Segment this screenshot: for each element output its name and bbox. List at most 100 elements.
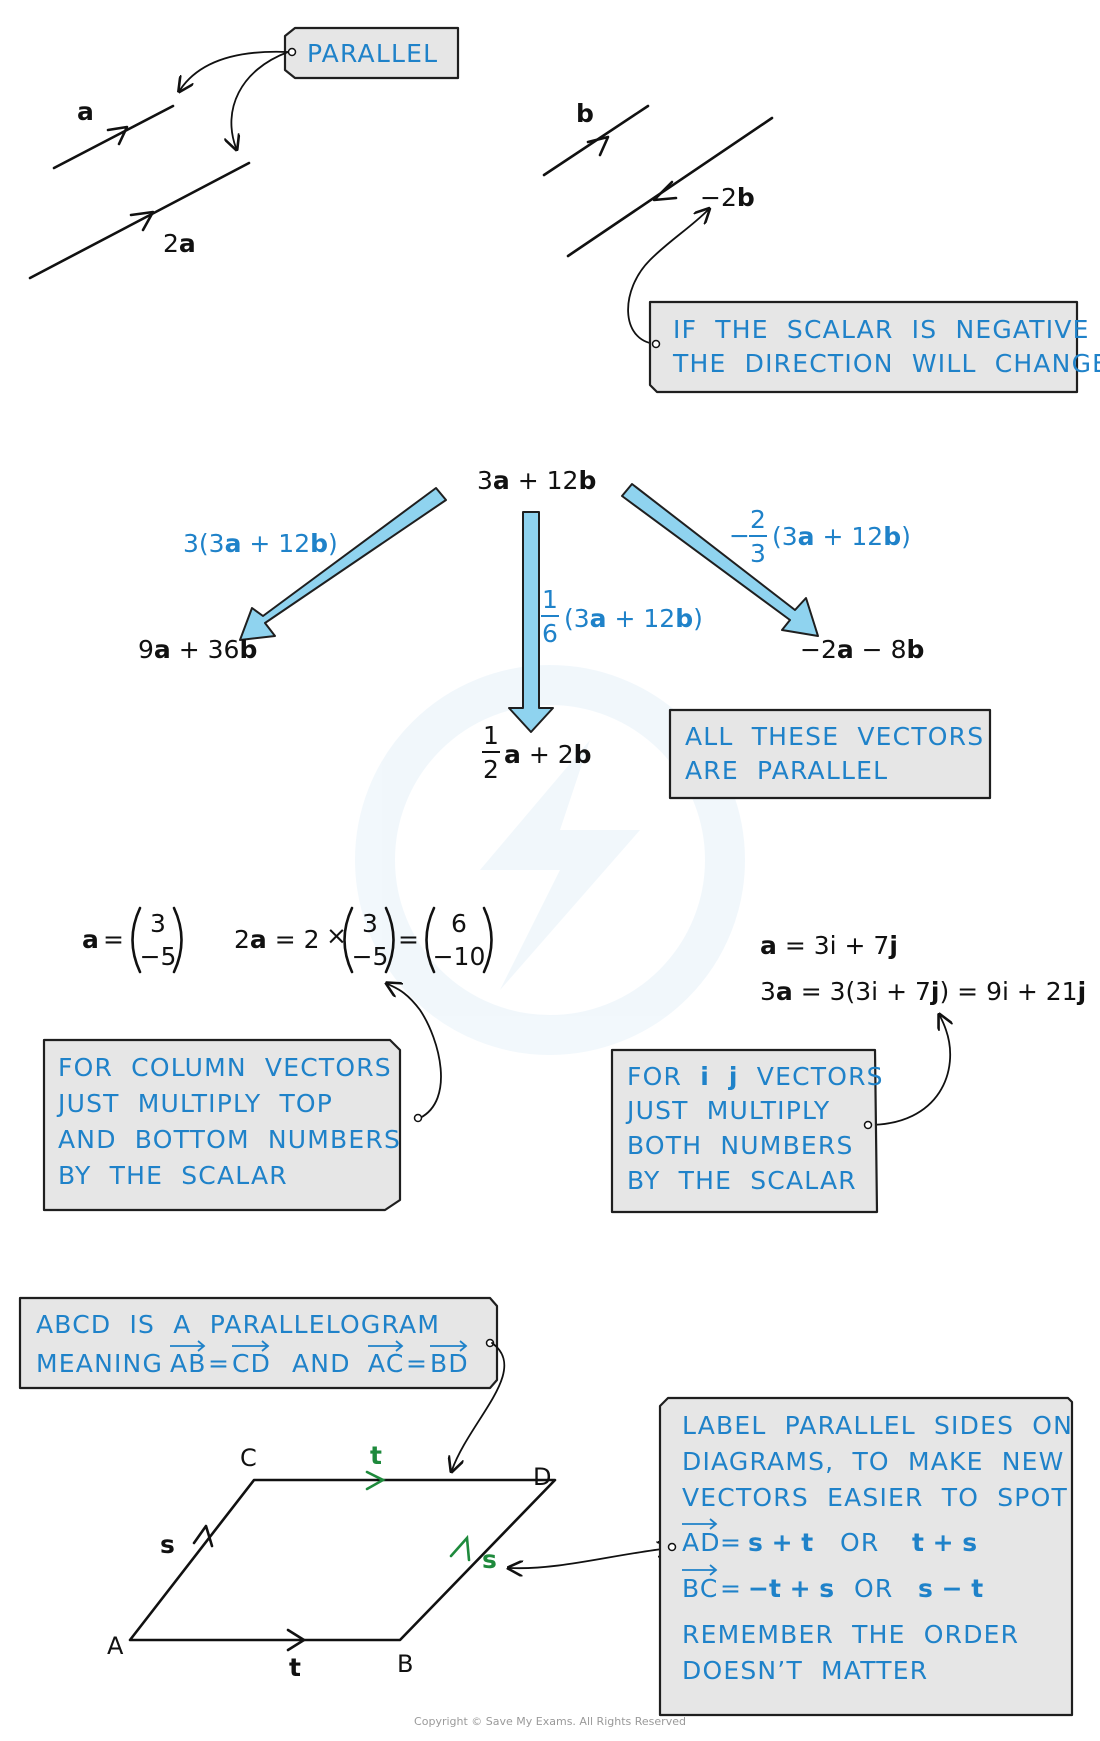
svg-text:×: × — [326, 921, 347, 950]
section-parallel-expressions: 3a + 12b 3(3a + 12b) 9a + 36b 1 6 (3a + … — [138, 466, 992, 800]
line-a — [52, 104, 175, 170]
mid-operation: 1 6 (3a + 12b) — [541, 585, 703, 648]
side-label-t: t — [289, 1653, 301, 1682]
source-expression: 3a + 12b — [477, 466, 596, 495]
negative-scalar-line1: IF THE SCALAR IS NEGATIVE — [673, 315, 1090, 344]
section-scalar-lines: PARALLEL a 2a b −2b IF THE SCALAR IS NEG… — [28, 26, 1100, 394]
label-a: a — [77, 97, 94, 126]
svg-text:=: = — [406, 1349, 428, 1378]
arrowhead-2a — [129, 210, 155, 232]
remember-line2: DOESN’T MATTER — [682, 1656, 928, 1685]
col-a2-top: 3 — [362, 909, 378, 938]
col-2a-bottom: −10 — [433, 942, 486, 971]
col-a-bottom: −5 — [140, 942, 177, 971]
negative-scalar-line2: THE DIRECTION WILL CHANGE — [672, 349, 1100, 378]
label-sides-line3: VECTORS EASIER TO SPOT — [682, 1483, 1068, 1512]
left-result: 9a + 36b — [138, 635, 257, 664]
connector-to-side-s — [510, 1548, 670, 1568]
svg-text:=: = — [398, 925, 419, 954]
ij-note-line2: JUST MULTIPLY — [625, 1096, 830, 1125]
or-2: OR — [854, 1574, 893, 1603]
label-2a: 2a — [163, 229, 196, 258]
line-neg2b — [566, 116, 774, 258]
mid-op-num: 1 — [542, 585, 558, 614]
mid-result-num: 1 — [483, 721, 499, 750]
remember-line1: REMEMBER THE ORDER — [682, 1620, 1019, 1649]
mid-result: 1 2 a + 2b — [482, 721, 592, 784]
ij-note-line3: BOTH NUMBERS — [627, 1131, 854, 1160]
label-neg2b: −2b — [700, 183, 755, 212]
abcd-note-CD: CD — [232, 1349, 271, 1378]
col-2a-label: 2a = 2 — [234, 925, 320, 954]
BC-expr-1: −t + s — [748, 1574, 834, 1603]
connector-to-a — [180, 50, 289, 90]
abcd-note-AB: AB — [170, 1349, 207, 1378]
all-parallel-note: ALL THESE VECTORS ARE PARALLEL — [668, 708, 992, 800]
label-sides-line1: LABEL PARALLEL SIDES ON — [682, 1411, 1073, 1440]
label-b: b — [576, 99, 594, 128]
right-op-den: 3 — [750, 539, 766, 568]
arrowhead-a — [106, 125, 129, 146]
arrowhead-b — [586, 135, 610, 157]
connector-to-2a — [231, 51, 289, 148]
abcd-note-BD: BD — [430, 1349, 469, 1378]
connector-to-ij — [867, 1016, 950, 1126]
vertex-B: B — [397, 1650, 413, 1678]
right-op-num: 2 — [750, 505, 766, 534]
col-a2-bottom: −5 — [352, 942, 389, 971]
mid-op-den: 6 — [542, 619, 558, 648]
right-op-sign: − — [729, 521, 750, 550]
connector-to-CD — [452, 1342, 506, 1470]
right-operation: − 2 3 (3a + 12b) — [729, 505, 911, 568]
AD-expr-1: s + t — [748, 1528, 813, 1557]
mid-op-rest: (3a + 12b) — [564, 604, 703, 633]
watermark-logo — [355, 665, 745, 1055]
right-op-rest: (3a + 12b) — [772, 522, 911, 551]
arrow-down — [508, 511, 554, 733]
column-note-line3: AND BOTTOM NUMBERS — [58, 1125, 401, 1154]
svg-text:=: = — [103, 925, 124, 954]
ij-vector-note: FOR i j VECTORS JUST MULTIPLY BOTH NUMBE… — [610, 1048, 884, 1214]
section-multiplying-vectors: a = 3 −5 2a = 2 × 3 −5 = 6 −10 FOR COLUM… — [42, 906, 1086, 1214]
connector-to-column-vector — [388, 984, 442, 1119]
side-label-t-green: t — [370, 1441, 382, 1470]
connector-to-neg2b — [627, 210, 708, 345]
abcd-note: ABCD IS A PARALLELOGRAM MEANING AB = CD … — [18, 1296, 499, 1390]
column-note-line4: BY THE SCALAR — [58, 1161, 288, 1190]
all-parallel-line1: ALL THESE VECTORS — [685, 722, 984, 751]
AD-expr-2: t + s — [912, 1528, 977, 1557]
right-result: −2a − 8b — [800, 635, 924, 664]
or-1: OR — [840, 1528, 879, 1557]
label-sides-note: LABEL PARALLEL SIDES ON DIAGRAMS, TO MAK… — [658, 1396, 1074, 1717]
vertex-A: A — [107, 1632, 124, 1660]
line-2a — [28, 161, 251, 280]
side-label-s: s — [160, 1530, 175, 1559]
label-sides-line2: DIAGRAMS, TO MAKE NEW — [682, 1447, 1065, 1476]
BC-expr-2: s − t — [918, 1574, 983, 1603]
arrow-right — [621, 483, 819, 637]
ij-note-line4: BY THE SCALAR — [627, 1166, 857, 1195]
side-label-s-green: s — [482, 1545, 497, 1574]
col-2a-top: 6 — [451, 909, 467, 938]
negative-scalar-note: IF THE SCALAR IS NEGATIVE THE DIRECTION … — [648, 300, 1100, 394]
parallelogram-shape — [128, 1470, 557, 1652]
col-a-top: 3 — [150, 909, 166, 938]
arrowhead-neg2b — [652, 180, 678, 202]
svg-text:=: = — [720, 1574, 742, 1603]
abcd-note-and: AND — [292, 1349, 351, 1378]
col-a-label: a — [82, 925, 99, 954]
left-operation: 3(3a + 12b) — [183, 529, 338, 558]
all-parallel-line2: ARE PARALLEL — [685, 756, 888, 785]
arrow-left — [239, 487, 447, 641]
AD-vector: AD — [682, 1528, 721, 1557]
abcd-note-line1: ABCD IS A PARALLELOGRAM — [36, 1310, 440, 1339]
mid-result-den: 2 — [483, 755, 499, 784]
copyright-text: Copyright © Save My Exams. All Rights Re… — [414, 1715, 686, 1728]
abcd-note-meaning: MEANING — [36, 1349, 163, 1378]
svg-text:=: = — [720, 1528, 742, 1557]
ij-note-line1: FOR i j VECTORS — [627, 1062, 884, 1091]
vertex-C: C — [240, 1444, 257, 1472]
mid-result-rest: a + 2b — [504, 740, 592, 769]
section-parallelogram: ABCD IS A PARALLELOGRAM MEANING AB = CD … — [18, 1296, 1074, 1717]
